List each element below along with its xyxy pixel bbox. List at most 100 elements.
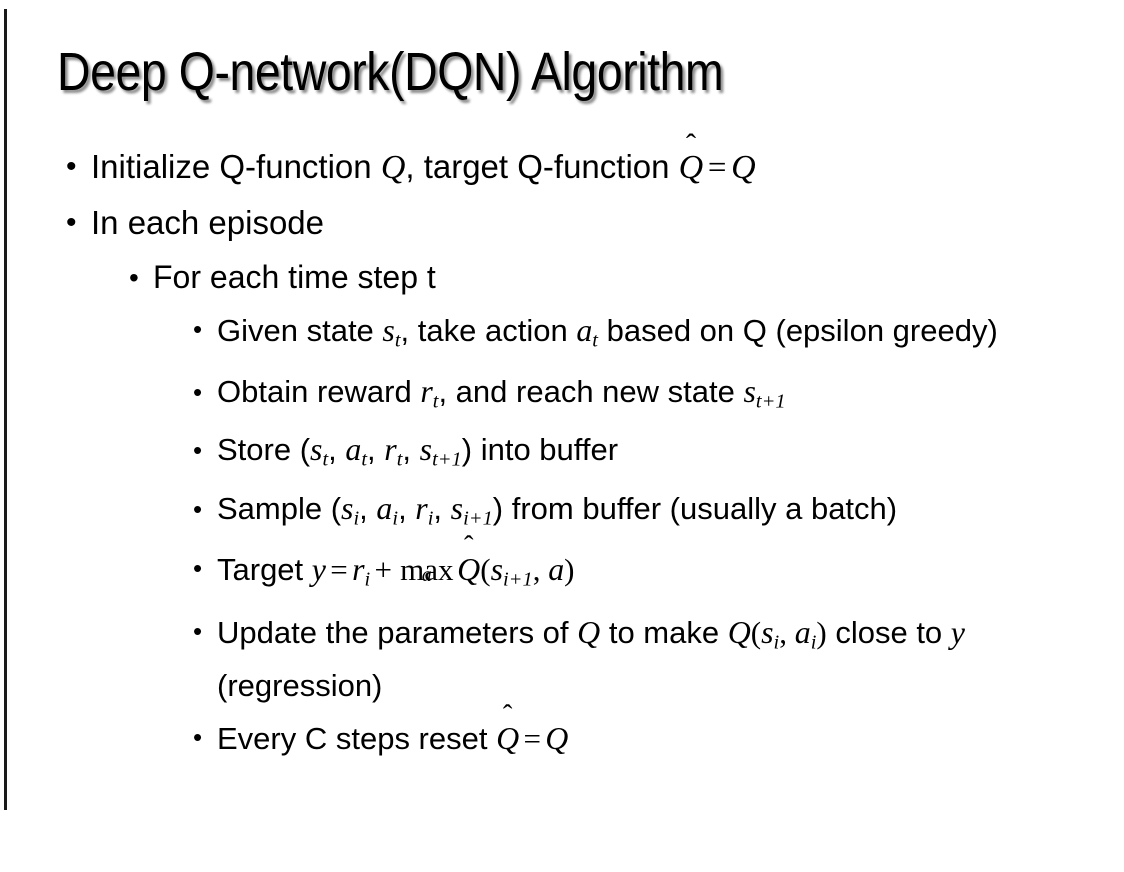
text-fragment: , and reach new state: [438, 373, 744, 409]
math-s-subscript: i+1: [503, 568, 533, 591]
text-fragment: ,: [328, 432, 346, 468]
bullet-marker: •: [66, 206, 77, 239]
bullet-marker: •: [193, 615, 203, 646]
math-s-next-subscript: t+1: [432, 449, 462, 472]
math-s: s: [490, 551, 503, 587]
math-a-subscript: t: [361, 449, 368, 472]
bullet-text-sample: Sample (si, ai, ri, si+1) from buffer (u…: [217, 489, 1124, 539]
text-fragment: Initialize Q-function: [91, 148, 381, 185]
bullet-item-update-parameters: • Update the parameters of Q to make Q(s…: [0, 611, 1124, 709]
math-s-subscript: t: [394, 329, 401, 352]
bullet-item-episode: • In each episode: [0, 202, 1124, 244]
math-y: y: [950, 614, 965, 650]
bullet-text-obtain-reward: Obtain reward rt, and reach new state st…: [217, 372, 1124, 422]
text-fragment: close to: [826, 614, 951, 650]
text-fragment: Target: [217, 551, 312, 587]
math-s-next: s: [419, 432, 433, 468]
text-fragment: ) from buffer (usually a batch): [492, 491, 898, 527]
text-fragment: Sample (: [217, 491, 342, 527]
math-paren-close: ): [816, 614, 827, 650]
math-s: s: [341, 491, 354, 527]
bullet-marker: •: [193, 314, 203, 344]
math-q-apply: Q: [727, 614, 751, 650]
math-a-subscript: i: [810, 631, 817, 654]
math-paren-open: (: [750, 614, 762, 650]
math-a: a: [576, 313, 593, 348]
math-s-subscript: i: [773, 631, 780, 654]
bullet-text-episode: In each episode: [91, 204, 325, 241]
bullet-text-given-state: Given state st, take action at based on …: [217, 309, 1124, 363]
math-paren-open: (: [480, 551, 491, 587]
bullet-item-given-state: • Given state st, take action at based o…: [0, 309, 1124, 363]
text-fragment: to make: [600, 614, 728, 650]
text-fragment: , target Q-function: [405, 148, 679, 185]
math-r: r: [352, 551, 365, 587]
text-fragment: Given state: [217, 313, 383, 348]
math-plus: +: [374, 551, 393, 587]
math-q-base: Q: [678, 149, 704, 186]
math-r-subscript: t: [396, 449, 403, 472]
text-fragment: ,: [359, 491, 377, 527]
text-fragment: ,: [402, 432, 420, 468]
math-q-target: Q: [545, 721, 569, 757]
math-s: s: [761, 614, 774, 650]
math-a: a: [345, 432, 362, 468]
bullet-marker: •: [193, 722, 203, 753]
math-comma: ,: [779, 614, 795, 650]
bullet-marker: •: [129, 262, 139, 293]
bullet-item-obtain-reward: • Obtain reward rt, and reach new state …: [0, 372, 1124, 422]
math-a-subscript: i: [392, 507, 399, 530]
text-fragment: based on Q (epsilon greedy): [597, 313, 998, 348]
math-comma: ,: [532, 551, 549, 587]
bullet-marker: •: [193, 552, 203, 583]
bullet-marker: •: [193, 435, 203, 466]
math-q-base: Q: [496, 721, 520, 757]
bullet-text-reset-target: Every C steps reset Q̂=Q: [217, 717, 1124, 761]
math-r-subscript: t: [432, 390, 439, 413]
math-max-limit: a: [421, 564, 432, 587]
math-a: a: [376, 491, 393, 527]
math-q: Q: [380, 149, 406, 186]
math-r-subscript: i: [364, 568, 371, 591]
math-s-subscript: t: [322, 449, 329, 472]
math-q-target: Q: [731, 149, 756, 186]
math-max-label: max: [400, 551, 454, 587]
math-a: a: [794, 614, 811, 650]
text-fragment: ,: [367, 432, 385, 468]
page-title: Deep Q-network(DQN) Algorithm: [57, 42, 724, 102]
bullet-item-store: • Store (st, at, rt, st+1) into buffer: [0, 430, 1124, 480]
math-s-subscript: t+1: [755, 390, 786, 413]
math-equals: =: [330, 551, 348, 587]
bullet-marker: •: [66, 150, 77, 183]
math-a: a: [548, 551, 565, 587]
math-r: r: [420, 373, 433, 409]
math-s-next: s: [450, 491, 464, 527]
math-s-next-subscript: i+1: [463, 507, 493, 530]
math-q-base: Q: [457, 551, 481, 587]
text-fragment: Obtain reward: [217, 373, 421, 409]
slide-body: • Initialize Q-function Q, target Q-func…: [0, 146, 1124, 770]
bullet-item-reset-target: • Every C steps reset Q̂=Q: [0, 717, 1124, 761]
bullet-text-store: Store (st, at, rt, st+1) into buffer: [217, 430, 1124, 480]
math-q-hat: Q̂: [496, 717, 519, 761]
bullet-text-initialize: Initialize Q-function Q, target Q-functi…: [91, 146, 1124, 189]
math-q: Q: [577, 614, 601, 650]
bullet-item-initialize: • Initialize Q-function Q, target Q-func…: [0, 146, 1124, 189]
math-paren-close: ): [564, 551, 575, 587]
text-fragment: ) into buffer: [461, 432, 619, 468]
text-fragment: ,: [398, 491, 416, 527]
text-fragment: Every C steps reset: [217, 721, 497, 757]
bullet-marker: •: [193, 376, 203, 407]
math-s: s: [743, 373, 756, 409]
math-q-hat: Q̂: [679, 146, 704, 189]
math-r: r: [415, 491, 428, 527]
bullet-item-sample: • Sample (si, ai, ri, si+1) from buffer …: [0, 489, 1124, 539]
math-r: r: [384, 432, 397, 468]
bullet-text-time-step: For each time step t: [153, 259, 436, 295]
bullet-text-update-parameters: Update the parameters of Q to make Q(si,…: [217, 611, 1124, 709]
math-s: s: [310, 432, 323, 468]
bullet-item-time-step: • For each time step t: [0, 257, 1124, 298]
